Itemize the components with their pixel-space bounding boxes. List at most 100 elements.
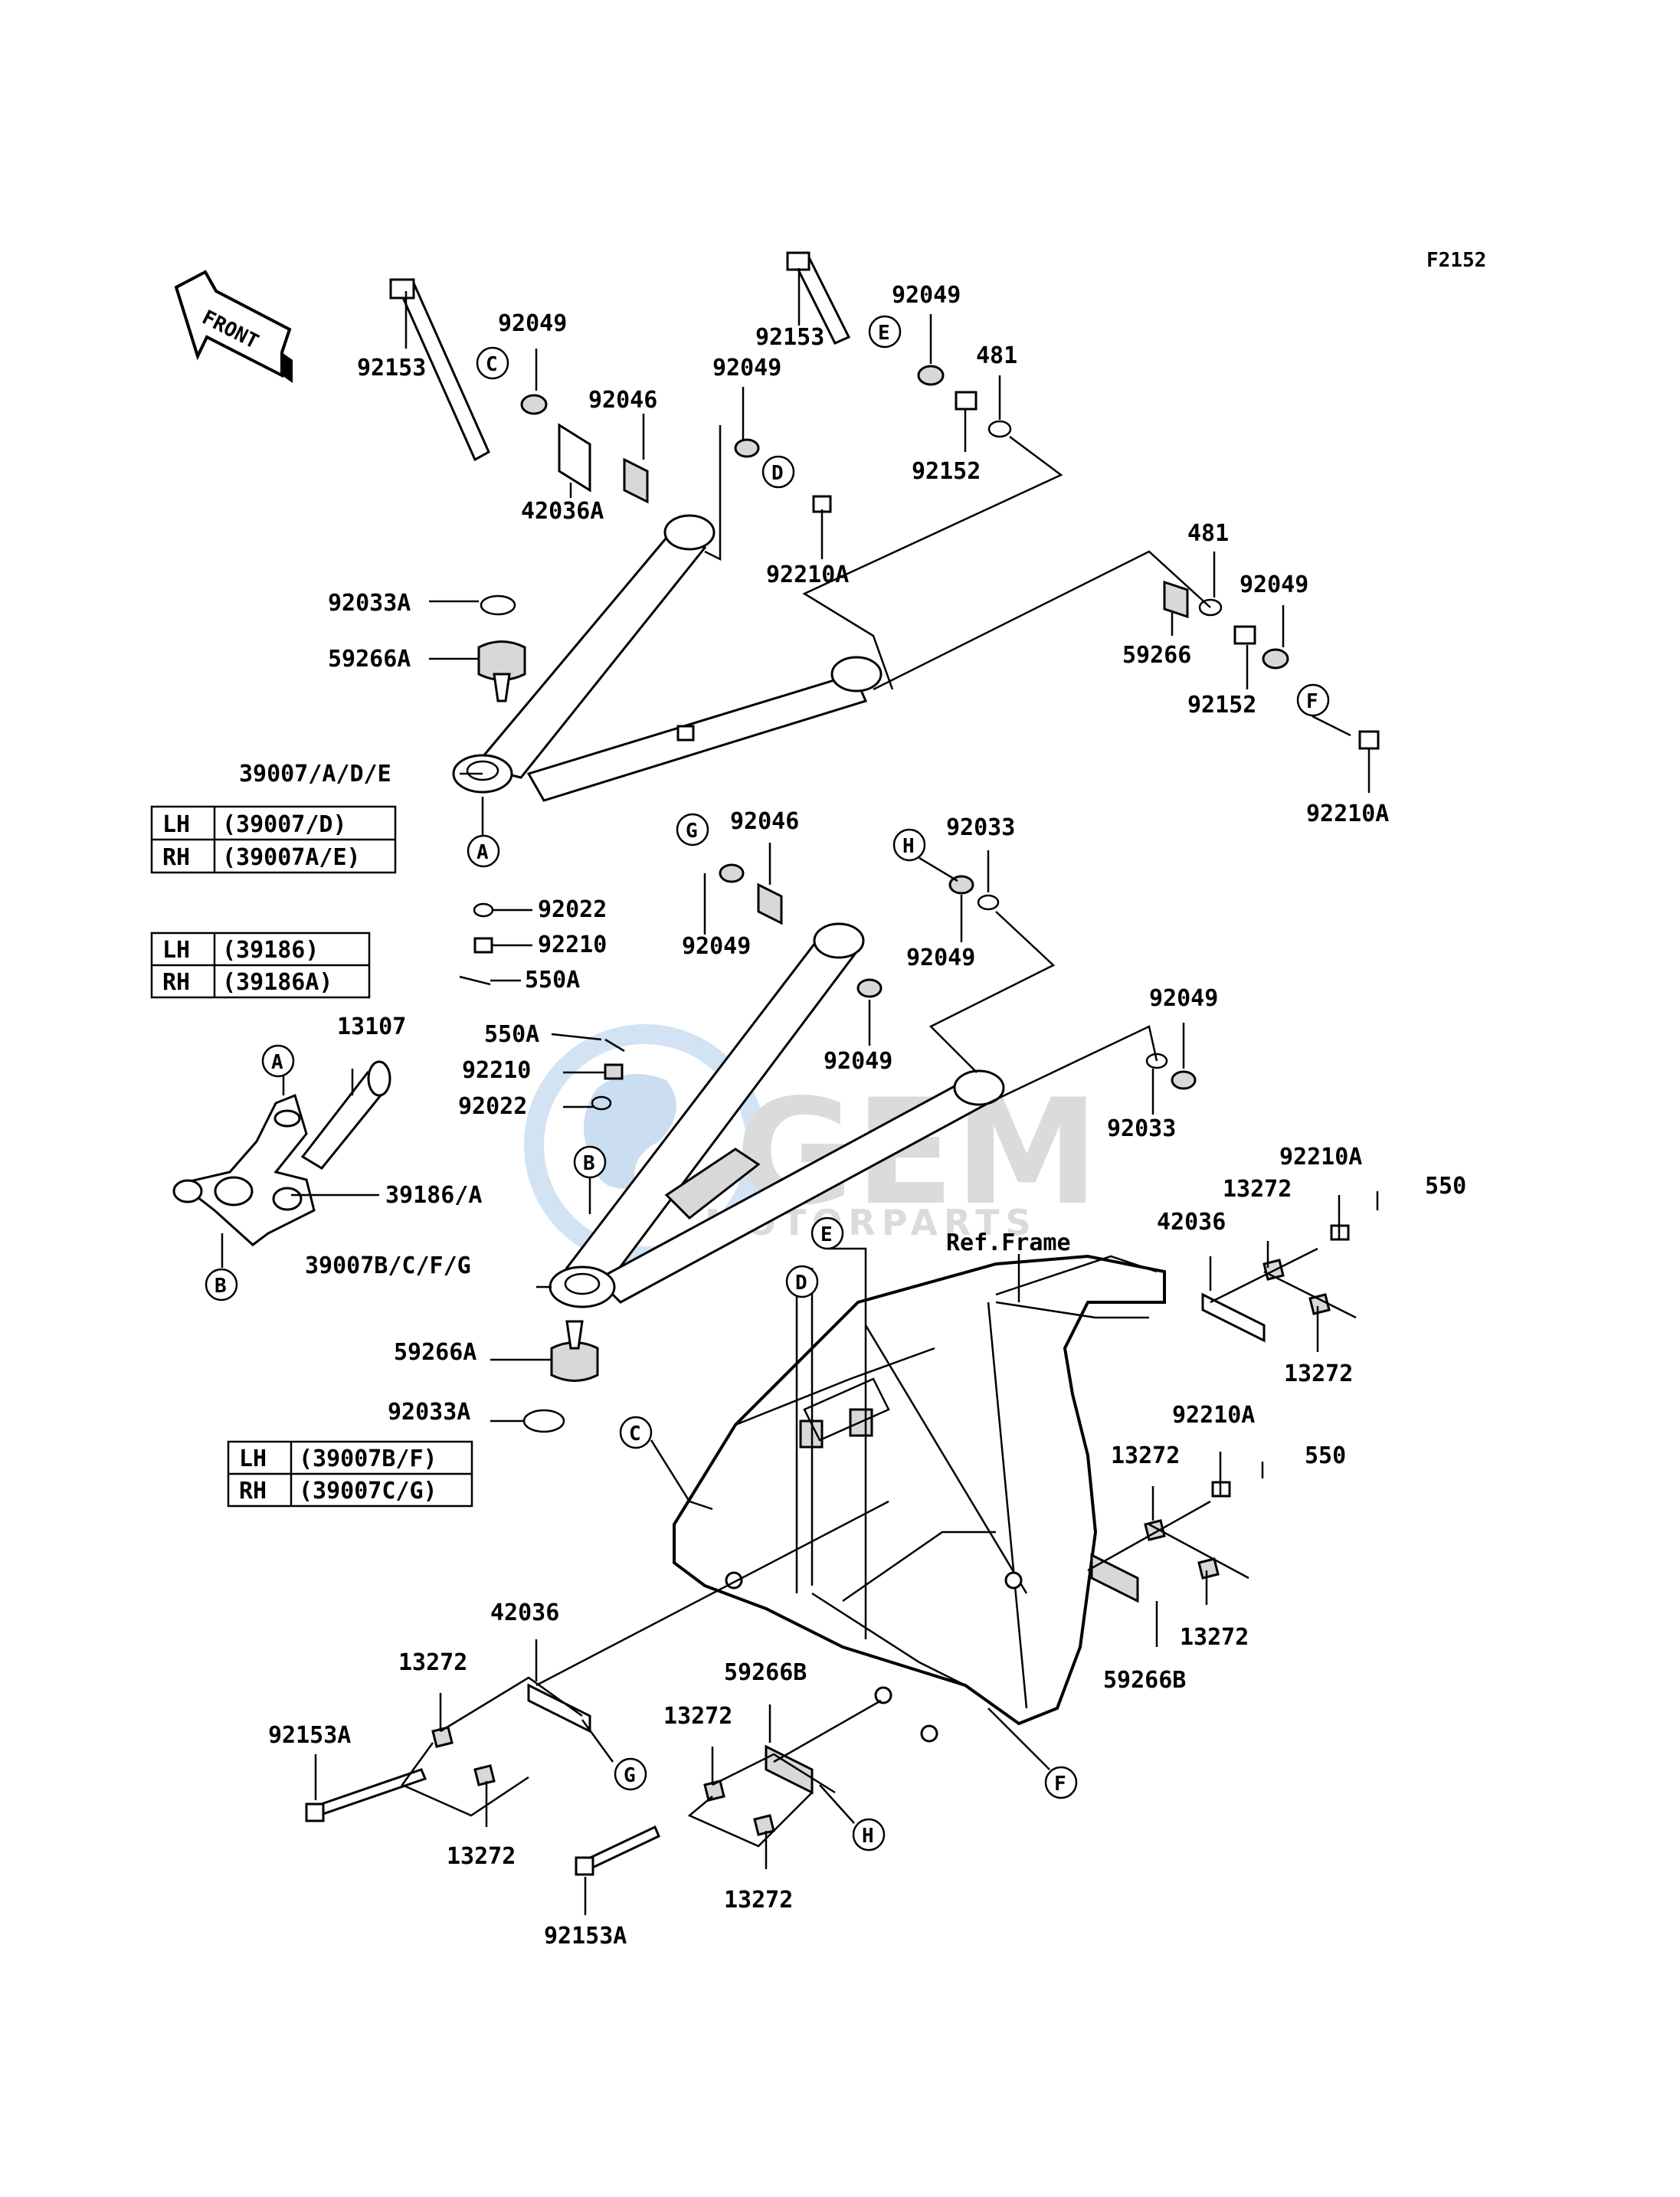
svg-text:B: B xyxy=(215,1275,227,1298)
leader-lines xyxy=(221,268,1371,1915)
leader-bracket-right xyxy=(873,550,1211,691)
part-label: 92046 xyxy=(588,387,657,414)
knuckle-top-boss xyxy=(273,1109,301,1128)
collar-92152-right xyxy=(1233,625,1256,645)
part-label: 13272 xyxy=(398,1649,467,1676)
leader-bracket-lower-mid-2 xyxy=(712,1753,836,1794)
callout-circle: A xyxy=(467,834,500,868)
callout-circle: D xyxy=(761,455,795,489)
table-39007-upper: LH (39007/D) RH (39007A/E) xyxy=(150,805,397,874)
leader-C-frame xyxy=(650,1439,713,1511)
table-side: RH xyxy=(162,844,190,871)
table-side: LH xyxy=(162,811,190,838)
part-label: 92049 xyxy=(906,945,975,971)
part-label: 92022 xyxy=(458,1093,527,1120)
leader-bracket-right-upper xyxy=(1210,1247,1318,1304)
part-label: 13272 xyxy=(663,1703,732,1730)
part-label: 92210A xyxy=(766,562,849,588)
leader-G-lower xyxy=(581,1719,614,1763)
svg-text:A: A xyxy=(476,841,489,864)
callout-circle: G xyxy=(676,813,709,846)
callout-circle: F xyxy=(1044,1766,1078,1799)
part-label: 59266B xyxy=(1103,1667,1186,1694)
bushing-92046-lower xyxy=(757,882,783,925)
knuckle-arm-end xyxy=(272,1187,303,1211)
part-label: 42036 xyxy=(1157,1209,1226,1236)
frame-tube-1 xyxy=(987,1302,1028,1709)
part-label: 92046 xyxy=(730,808,799,835)
bushing-59266 xyxy=(1163,580,1189,619)
part-label: 92153A xyxy=(544,1923,627,1950)
svg-text:F: F xyxy=(1054,1773,1066,1796)
part-label: 13272 xyxy=(447,1843,516,1870)
callout-circle: E xyxy=(811,1216,844,1250)
frame-tube-5 xyxy=(811,1592,966,1687)
callout-circle: C xyxy=(476,346,509,380)
ring-92033-lower-2 xyxy=(1145,1053,1168,1069)
leader-bracket-upper-left xyxy=(704,425,722,562)
callout-circle: D xyxy=(785,1265,819,1298)
collar-42036-upper xyxy=(1201,1292,1266,1343)
svg-text:C: C xyxy=(629,1423,641,1446)
table-39186: LH (39186) RH (39186A) xyxy=(150,932,371,999)
washer-92022-lower xyxy=(591,1095,612,1111)
part-label: 92153 xyxy=(357,355,426,381)
svg-text:F: F xyxy=(1306,690,1318,713)
leader-frame-42036 xyxy=(535,1500,889,1687)
lower-arm-front-pivot xyxy=(813,922,865,959)
part-label: 59266A xyxy=(394,1339,476,1366)
ball-joint-59266A-upper xyxy=(477,640,526,681)
part-label: 92210A xyxy=(1279,1144,1362,1171)
table-value: (39186A) xyxy=(222,969,333,996)
ball-joint-59266A-lower xyxy=(550,1341,599,1382)
callout-circle: C xyxy=(619,1416,653,1449)
upper-arm-front-pivot xyxy=(663,514,716,551)
washer-92049-lower-1 xyxy=(719,863,745,883)
part-label: 92210A xyxy=(1306,801,1389,827)
lower-a-arm xyxy=(549,922,1005,1308)
upper-a-arm xyxy=(452,514,883,802)
ball-joint-stud-lower xyxy=(565,1320,584,1350)
spindle-flange xyxy=(367,1060,391,1097)
part-label: 92049 xyxy=(498,310,567,337)
part-label: 550A xyxy=(525,967,580,994)
part-label: 42036 xyxy=(490,1599,559,1626)
watermark-map-icon xyxy=(584,1074,676,1189)
frame-tube-4 xyxy=(995,1301,1149,1319)
nut-92210A-right xyxy=(1358,730,1380,750)
svg-text:C: C xyxy=(486,353,498,376)
part-label: 39007/A/D/E xyxy=(239,761,391,787)
front-arrow: FRONT xyxy=(174,270,293,383)
bracket-13272-8 xyxy=(753,1814,775,1836)
ring-92033-lower-1 xyxy=(977,894,1000,911)
part-label: 13272 xyxy=(1180,1624,1249,1651)
upper-arm-tab xyxy=(676,725,695,742)
part-label: 92033A xyxy=(328,590,411,617)
cotter-550A-lower xyxy=(604,1038,625,1053)
ball-joint-stud-upper xyxy=(493,673,511,702)
upper-arm-ball-joint-hole xyxy=(466,760,499,781)
part-label: 92049 xyxy=(892,282,961,309)
part-label: 92049 xyxy=(824,1048,892,1075)
callout-circle: H xyxy=(892,828,926,862)
part-label: 13272 xyxy=(1284,1360,1353,1387)
washer-92049-2 xyxy=(734,438,760,458)
frame-bushing-3 xyxy=(920,1724,938,1743)
leader-bracket-lower-left-2 xyxy=(440,1676,583,1733)
part-label: 39186/A xyxy=(385,1182,482,1209)
bolt-head-upper-left xyxy=(389,278,415,300)
part-label: 39007B/C/F/G xyxy=(305,1252,471,1279)
part-label: 92152 xyxy=(912,458,981,485)
leader-bracket-right-lower xyxy=(1087,1500,1211,1572)
frame-mount-plate xyxy=(803,1377,890,1442)
part-label: 92210 xyxy=(538,932,607,958)
bracket-13272-2 xyxy=(1308,1293,1331,1315)
part-label: 92210A xyxy=(1172,1402,1255,1429)
washer-92049-lower-2 xyxy=(856,978,883,998)
part-label: 92033 xyxy=(1107,1115,1176,1142)
table-value: (39007B/F) xyxy=(299,1446,437,1472)
leader-frame-59266B xyxy=(773,1699,882,1763)
ref-frame-label: Ref.Frame xyxy=(946,1229,1071,1256)
